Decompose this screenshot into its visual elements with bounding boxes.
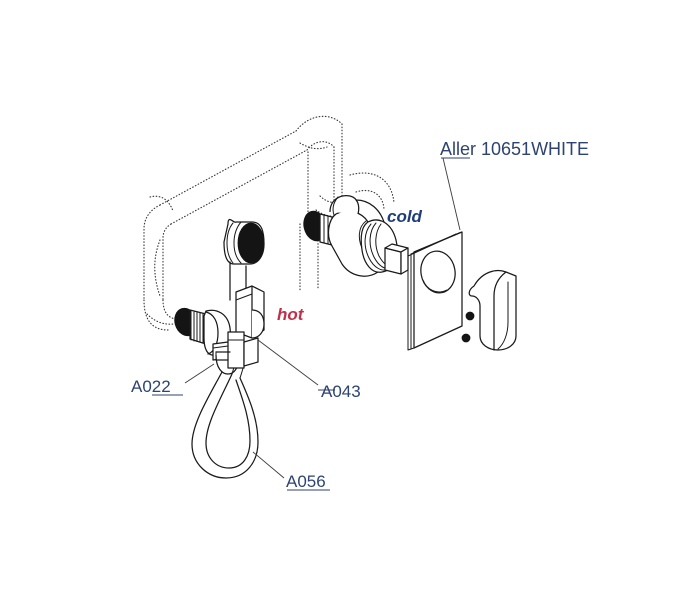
lever-handle [461,269,517,351]
hot-label: hot [277,305,305,324]
escutcheon-plate [407,231,463,351]
part-label-A022: A022 [131,377,183,396]
bidet-sprayer-A043 [215,218,265,369]
mounting-screws [461,311,475,343]
concealed-mixer-body [327,194,409,277]
part-label-A043-text: A043 [321,382,361,401]
part-label-A022-text: A022 [131,377,171,396]
concealed-supply-pipework [143,115,395,331]
leader-lines [184,157,461,479]
cold-label: cold [387,207,423,226]
part-label-A056-text: A056 [286,472,326,491]
product-title-text: Aller 10651WHITE [440,139,589,159]
text-labels: Aller 10651WHITE cold hot A022 A043 A056 [131,139,589,491]
product-title: Aller 10651WHITE [440,139,589,159]
part-label-A056: A056 [286,472,330,491]
part-label-A043: A043 [318,382,361,401]
